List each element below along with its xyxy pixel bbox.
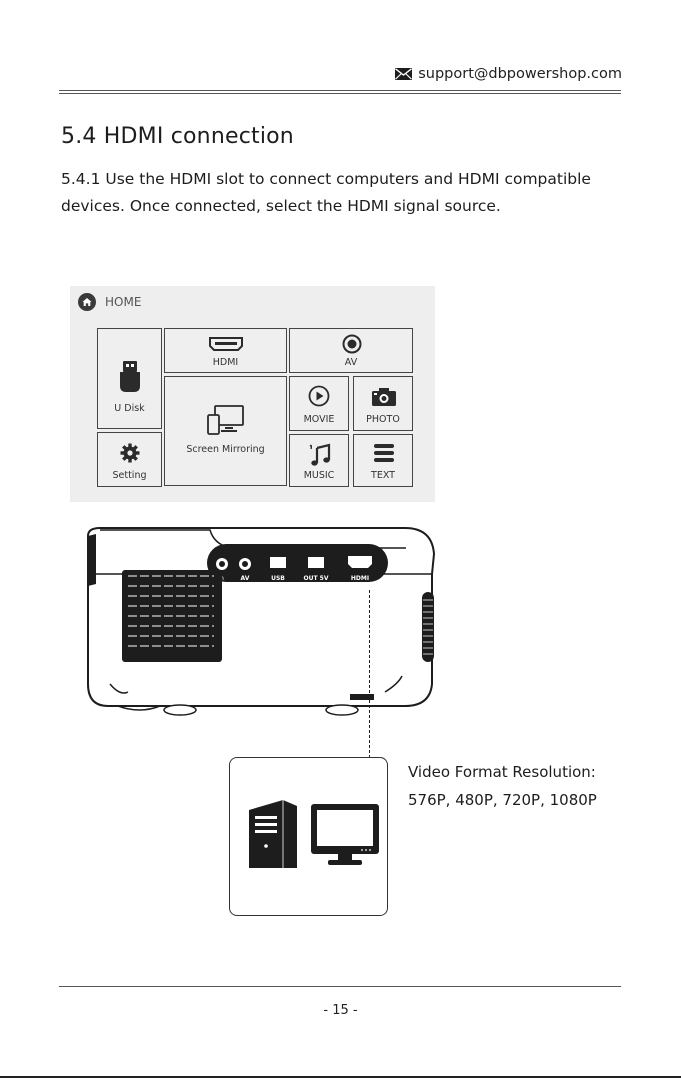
home-title: HOME [105,295,142,309]
play-icon [308,385,330,407]
camera-icon [372,388,396,406]
tile-setting-label: Setting [112,470,147,481]
port-label-usb: USB [271,575,285,582]
support-email[interactable]: support@dbpowershop.com [395,66,622,82]
monitor-icon [311,804,379,865]
usb-drive-icon [120,361,140,392]
page-number: - 15 - [323,1003,358,1018]
screen-mirroring-icon [207,405,244,435]
header-divider [59,90,621,94]
home-header: HOME [78,293,141,311]
tile-hdmi-label: HDMI [212,357,239,368]
tile-photo[interactable]: PHOTO [353,376,413,431]
port-label-out5v: OUT 5V [304,575,329,582]
tile-text-label: TEXT [371,470,395,481]
tile-movie-label: MOVIE [303,414,335,425]
av-jack-icon [342,334,362,354]
hdmi-source-devices [229,757,388,916]
tile-text[interactable]: TEXT [353,434,413,487]
tile-udisk-label: U Disk [114,403,145,414]
tile-music[interactable]: MUSIC [289,434,349,487]
video-format-label: Video Format Resolution: [408,763,596,781]
section-title: 5.4 HDMI connection [61,124,294,149]
page-bottom-edge [0,1076,681,1078]
hdmi-port-icon [209,337,243,351]
tile-av-label: AV [344,357,358,368]
support-email-text: support@dbpowershop.com [418,66,622,82]
home-menu-screenshot: HOME U Disk HDMI AV [70,286,435,502]
tile-screen-mirroring-label: Screen Mirroring [186,444,265,455]
home-icon [78,293,96,311]
text-lines-icon [374,444,394,462]
tile-music-label: MUSIC [303,470,335,481]
tile-photo-label: PHOTO [366,414,400,425]
music-note-icon [309,443,331,466]
computer-tower-icon [249,800,297,868]
section-body: 5.4.1 Use the HDMI slot to connect compu… [61,170,591,215]
gear-icon [120,443,140,463]
tile-av[interactable]: AV [289,328,413,373]
port-label-hdmi: HDMI [351,575,369,582]
projector-illustration: ∩ AV USB OUT 5V HDMI [87,527,436,716]
tile-hdmi[interactable]: HDMI [164,328,287,373]
tile-screen-mirroring[interactable]: Screen Mirroring [164,376,287,486]
port-label-av: AV [241,575,250,582]
envelope-icon [395,68,413,80]
connection-line [369,590,370,758]
footer-divider [59,986,621,987]
video-format-info: Video Format Resolution: 576P, 480P, 720… [408,758,597,814]
tile-setting[interactable]: Setting [97,432,162,487]
tile-movie[interactable]: MOVIE [289,376,349,431]
tile-udisk[interactable]: U Disk [97,328,162,429]
video-format-values: 576P, 480P, 720P, 1080P [408,791,597,809]
